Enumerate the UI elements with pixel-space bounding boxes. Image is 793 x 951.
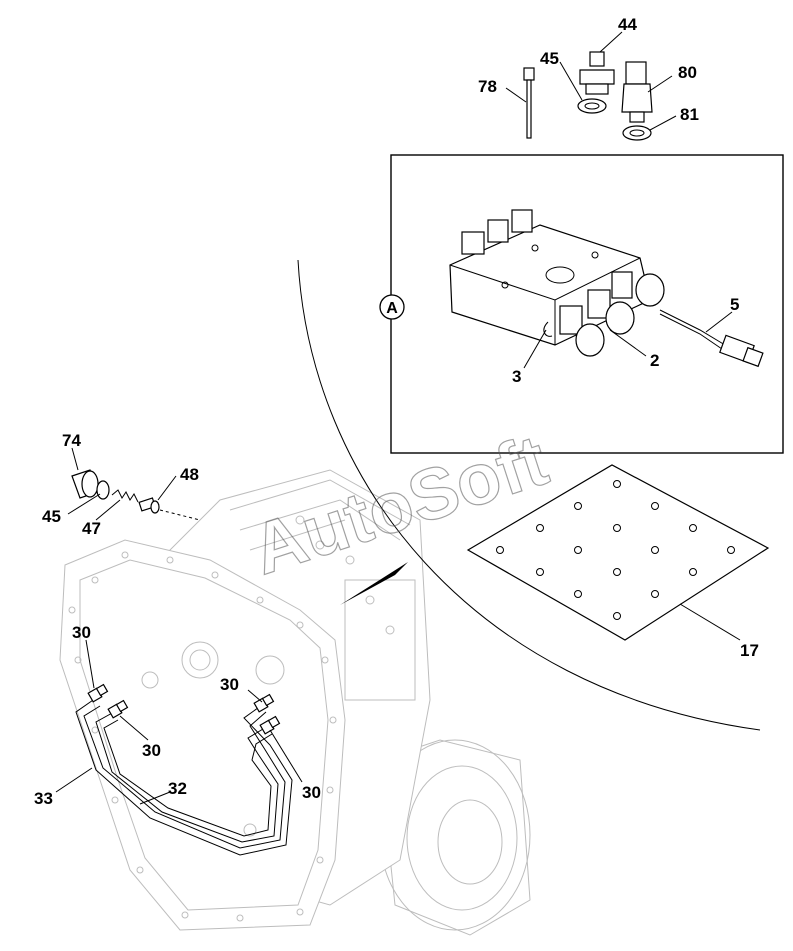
part-30-fittings — [87, 683, 281, 735]
callout-30-c: 30 — [220, 675, 239, 694]
part-74-plug — [71, 469, 99, 499]
callout-45-left: 45 — [42, 507, 61, 526]
callout-30-a: 30 — [72, 623, 91, 642]
callout-30-b: 30 — [142, 741, 161, 760]
callout-32: 32 — [168, 779, 187, 798]
leader-lines — [55, 31, 741, 805]
part-48-pin — [138, 497, 160, 514]
valve-block — [449, 209, 764, 368]
callout-47: 47 — [82, 519, 101, 538]
callout-48: 48 — [180, 465, 199, 484]
callout-17: 17 — [740, 641, 759, 660]
part-80-sensor — [621, 61, 653, 123]
callout-44: 44 — [618, 15, 637, 34]
callout-80: 80 — [678, 63, 697, 82]
detail-a-marker — [379, 294, 405, 320]
tube-assembly — [75, 697, 293, 856]
detail-boundary-arc — [297, 259, 761, 731]
part-45-washer-top — [577, 98, 607, 114]
detail-a-label: A — [386, 300, 398, 317]
transmission-housing — [59, 469, 531, 936]
callout-78: 78 — [478, 77, 497, 96]
part-44-sensor — [579, 51, 615, 95]
callout-74: 74 — [62, 431, 81, 450]
part-78-bolt — [523, 67, 535, 139]
callout-30-d: 30 — [302, 783, 321, 802]
callout-5: 5 — [730, 295, 739, 314]
callout-81: 81 — [680, 105, 699, 124]
callout-2: 2 — [650, 351, 659, 370]
callout-45-top: 45 — [540, 49, 559, 68]
callout-33: 33 — [34, 789, 53, 808]
part-17-gasket — [466, 464, 770, 641]
callout-3: 3 — [512, 367, 521, 386]
part-45-washer-left — [96, 480, 110, 500]
part-47-spring — [111, 489, 139, 503]
detail-pointer — [340, 562, 408, 605]
part-81-washer — [622, 125, 652, 141]
